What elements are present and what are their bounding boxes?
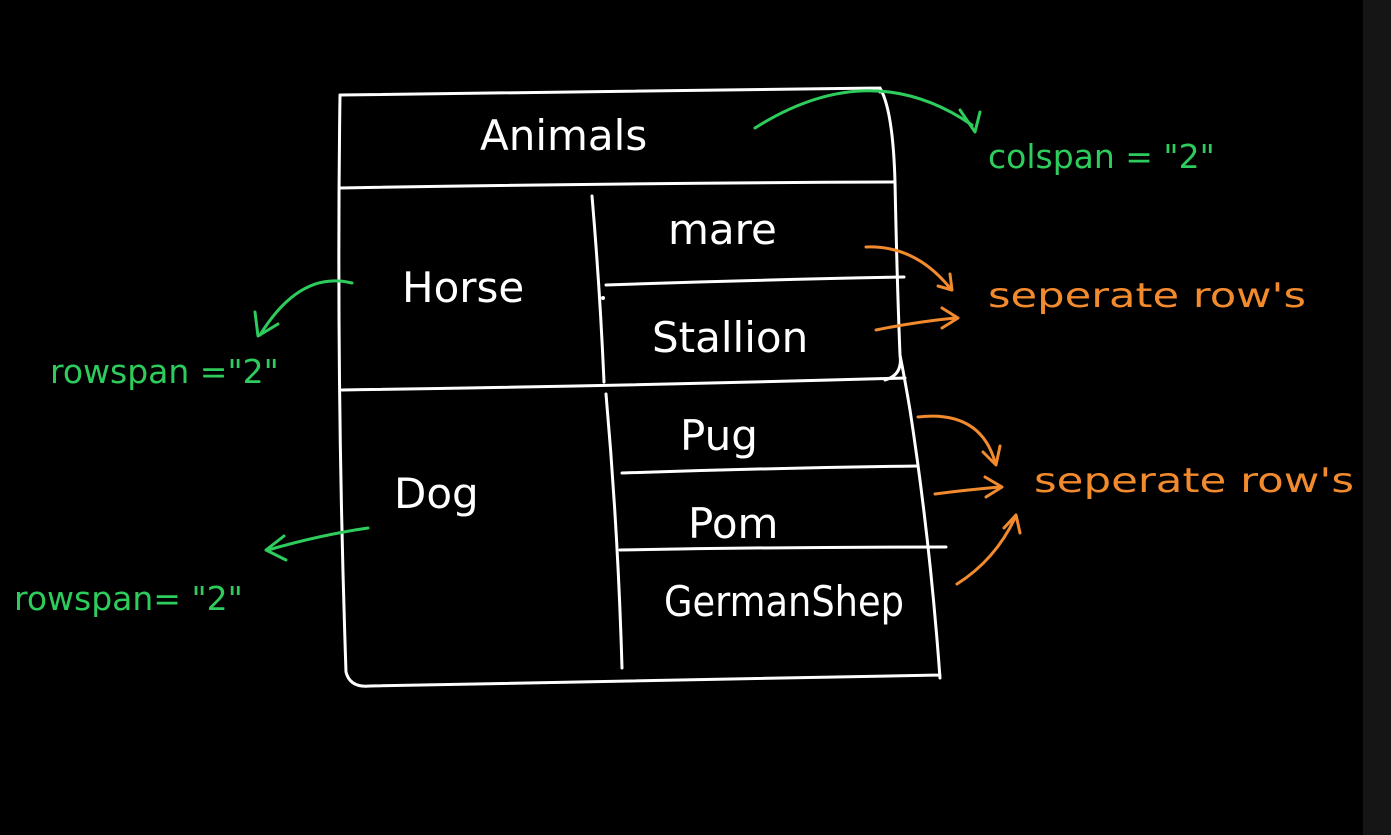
- rowspan-horse-annotation: rowspan ="2": [50, 352, 279, 391]
- group-divider: [340, 376, 907, 392]
- row-divider-pom: [618, 545, 948, 552]
- item-pug: Pug: [680, 411, 758, 460]
- separate-rows-dog-annotation: seperate row's: [1034, 461, 1354, 501]
- dog-rows-arrows: [916, 414, 1022, 586]
- colspan-annotation: colspan = "2": [988, 137, 1215, 176]
- rowspan-dog-arrow: [264, 526, 370, 562]
- table-outline: [337, 86, 948, 688]
- column-divider-dog: [604, 392, 624, 670]
- column-divider-horse: [590, 194, 606, 384]
- table-outer-border: [337, 86, 942, 688]
- stray-dot: [601, 296, 605, 300]
- item-stallion: Stallion: [652, 313, 808, 362]
- horse-rows-arrows: [864, 245, 960, 332]
- item-mare: mare: [668, 205, 777, 254]
- scrollbar-strip: [1363, 0, 1391, 835]
- colspan-arrow: [753, 89, 982, 134]
- group-label-horse: Horse: [402, 263, 524, 312]
- rowspan-dog-annotation: rowspan= "2": [14, 579, 243, 618]
- group-label-dog: Dog: [394, 469, 479, 518]
- header-divider: [338, 180, 897, 190]
- item-german-shep: GermanShep: [664, 577, 904, 626]
- table-header-animals: Animals: [480, 111, 647, 160]
- row-divider-mare: [604, 275, 906, 287]
- row-divider-pug: [620, 464, 920, 475]
- rowspan-horse-arrow: [253, 279, 354, 338]
- item-pom: Pom: [688, 499, 778, 548]
- separate-rows-horse-annotation: seperate row's: [988, 276, 1306, 316]
